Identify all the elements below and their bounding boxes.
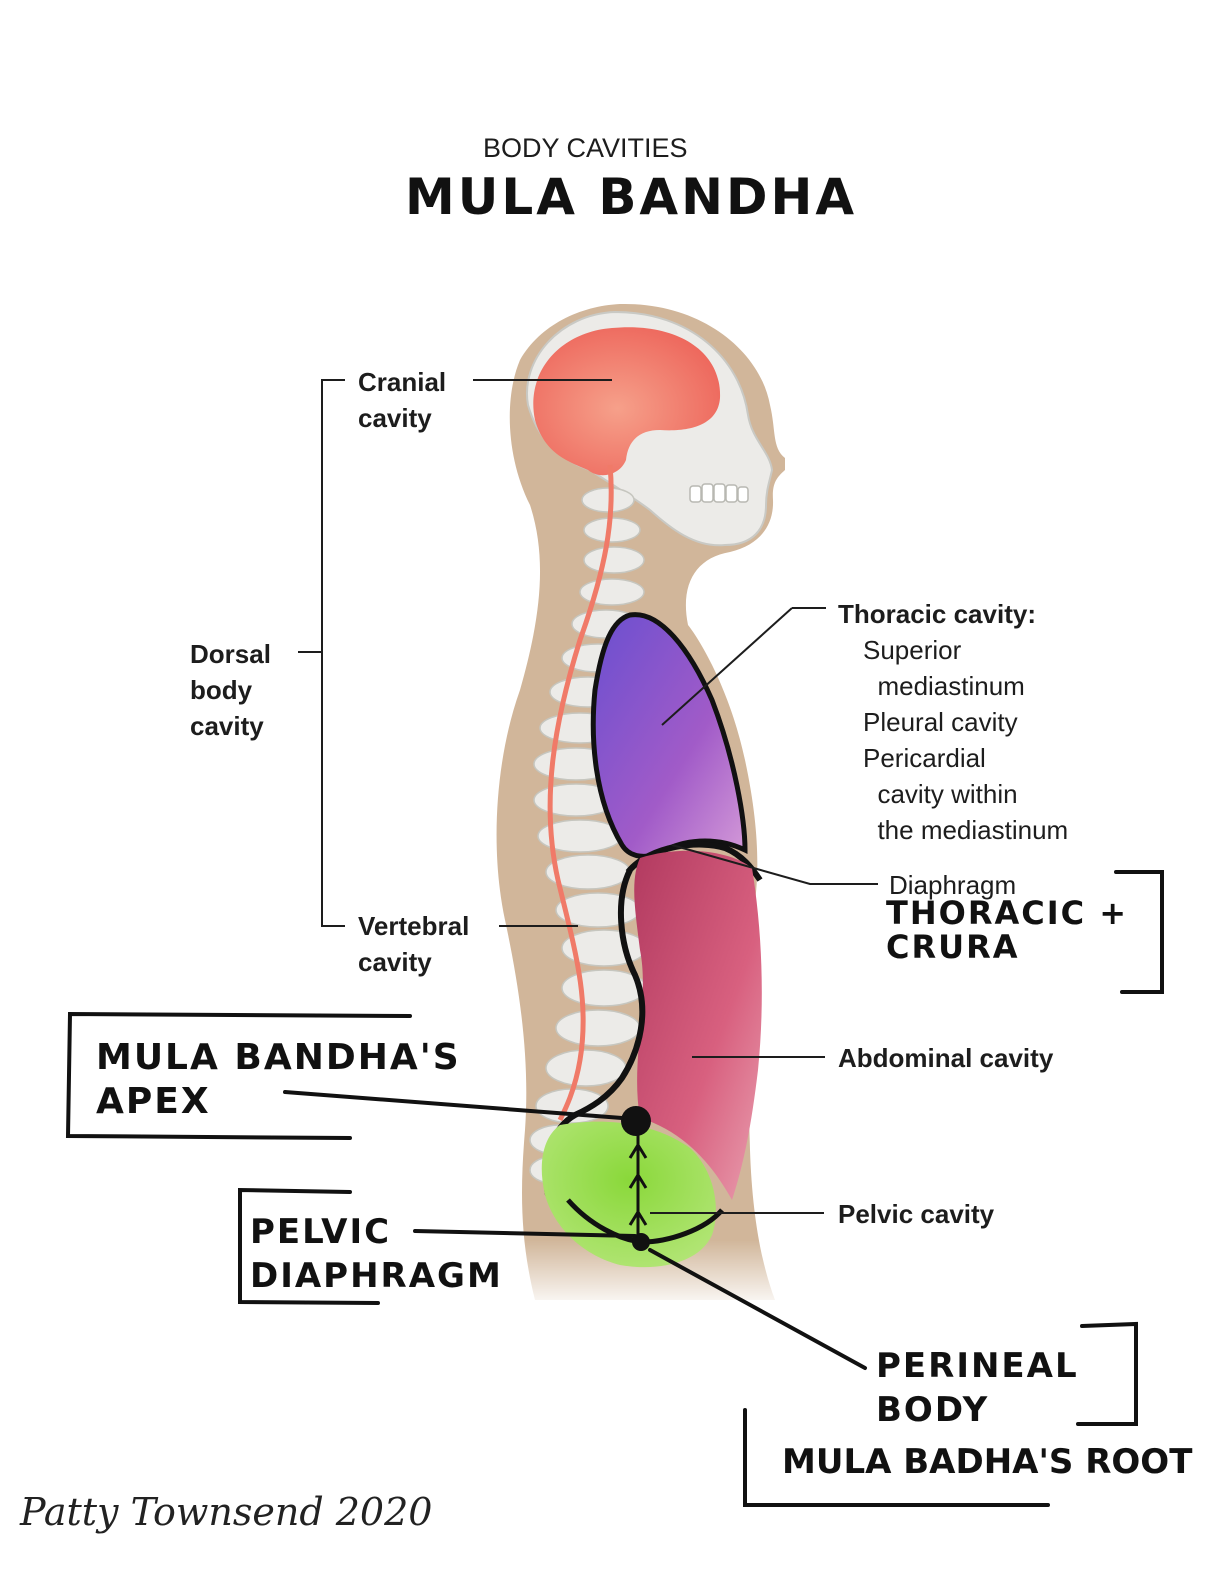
- annotation-mula-bandha-root: MULA BADHA'S ROOT: [782, 1442, 1193, 1482]
- marker-lines: [65, 870, 1164, 1507]
- spinal-cord: [547, 464, 614, 1122]
- annotation-thoracic-crura: THORACIC + CRURA: [886, 894, 1129, 966]
- label-diaphragm: Diaphragm: [889, 870, 1017, 900]
- label-abdominal-cavity: Abdominal cavity: [838, 1043, 1054, 1073]
- abdominal-cavity-shape: [634, 850, 762, 1200]
- mula-bandha-apex-dot: [621, 1106, 651, 1136]
- main-title: MULA BANDHA: [405, 168, 858, 226]
- label-cranial-cavity: Cranial cavity: [358, 367, 447, 433]
- annotation-perineal-body: PERINEAL BODY: [876, 1346, 1079, 1430]
- teeth: [689, 483, 749, 503]
- label-dorsal-body-cavity: Dorsal body cavity: [190, 639, 271, 741]
- artist-signature: Patty Townsend 2020: [20, 1490, 433, 1534]
- annotation-pelvic-diaphragm: PELVIC DIAPHRAGM: [250, 1212, 503, 1296]
- annotation-mula-bandha-apex: MULA BANDHA'S APEX: [96, 1037, 461, 1122]
- subtitle: BODY CAVITIES: [483, 133, 688, 163]
- label-vertebral-cavity: Vertebral cavity: [358, 911, 470, 977]
- label-thoracic-cavity: Thoracic cavity:: [838, 599, 1036, 629]
- leader-lines: [473, 379, 878, 1214]
- label-thoracic-subdivisions: Superior mediastinum Pleural cavity Peri…: [863, 635, 1069, 845]
- thoracic-cavity-shape: [590, 612, 748, 859]
- dorsal-bracket: [298, 379, 345, 927]
- label-pelvic-cavity: Pelvic cavity: [838, 1199, 995, 1229]
- cranial-cavity-shape: [533, 327, 721, 476]
- perineal-body-dot: [632, 1233, 650, 1251]
- pelvic-cavity-shape: [541, 1121, 716, 1268]
- upward-arrows: [628, 1135, 648, 1240]
